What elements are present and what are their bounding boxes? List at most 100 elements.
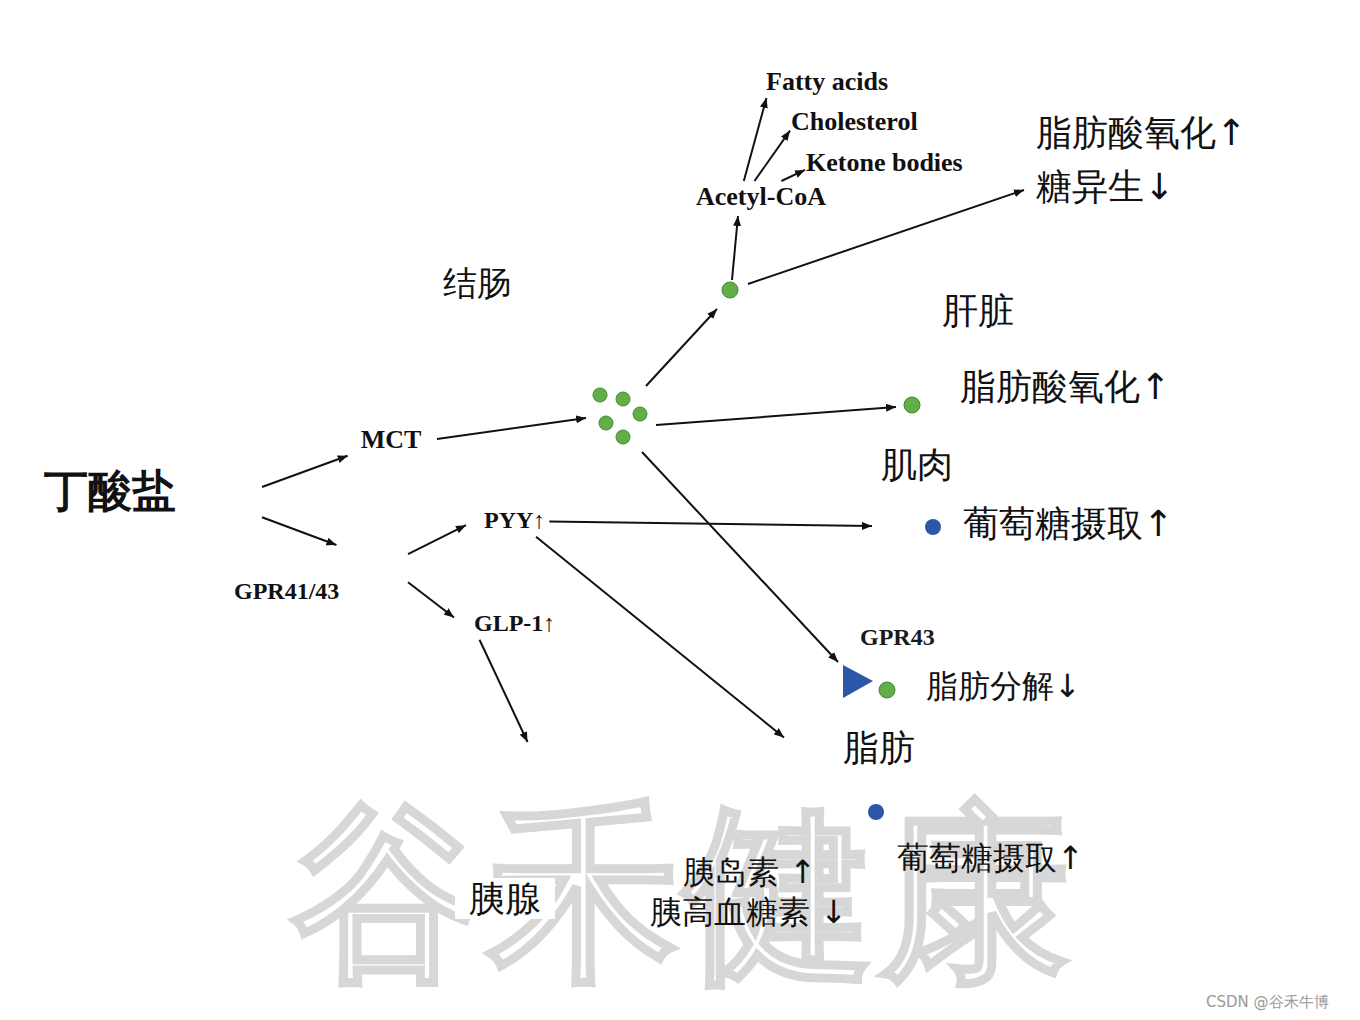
connector-arrow xyxy=(536,537,784,738)
flow-arrow xyxy=(642,452,838,662)
fat-cell xyxy=(833,800,852,819)
hormone-dot xyxy=(456,618,468,630)
metabolite-label: Ketone bodies xyxy=(806,148,963,178)
duodenum xyxy=(461,762,628,980)
bile-duct xyxy=(870,284,938,292)
fat-cell xyxy=(812,724,831,743)
pancreas-vein xyxy=(560,808,720,840)
label-holder: 胰高血糖素 ↓ xyxy=(650,894,847,931)
fat-cell xyxy=(854,800,873,819)
label-holder: 脂肪酸氧化↑ xyxy=(960,366,1170,407)
label-holder: 脂肪分解↓ xyxy=(922,668,1085,705)
fat-cell xyxy=(854,686,873,705)
butyrate-dot xyxy=(207,502,221,516)
hormone-label: GLP-1↑ xyxy=(474,610,555,638)
colon-cell xyxy=(380,328,572,480)
metabolite-label: Cholesterol xyxy=(791,107,918,137)
fat-cell xyxy=(844,667,863,686)
transporter-ellipse xyxy=(349,423,434,457)
logo-flame xyxy=(650,30,734,470)
butyrate-dot xyxy=(904,397,920,413)
fat-cell xyxy=(875,686,894,705)
connector-arrow xyxy=(262,456,348,487)
connector-arrow xyxy=(262,517,336,545)
fat-cell xyxy=(791,724,810,743)
fat-cell xyxy=(907,781,926,800)
colon-group: 结肠MCTGPR41/43PYY↑GLP-1↑ xyxy=(230,262,582,648)
fat-cell xyxy=(791,762,810,781)
butyrate-dot xyxy=(722,282,738,298)
butyrate-dot xyxy=(222,494,236,508)
organ-label: 肝脏 xyxy=(942,290,1014,331)
fat-cell xyxy=(896,800,915,819)
connector-arrow xyxy=(480,640,528,742)
butyrate-dot xyxy=(226,476,240,490)
glp1-hormone: GLP-1↑ xyxy=(454,608,559,640)
label-holder: 糖异生↓ xyxy=(1030,166,1180,207)
microvilli xyxy=(376,500,380,636)
pyy-dot xyxy=(925,519,941,535)
label-holder: GPR43 xyxy=(860,624,935,652)
hormone-dot xyxy=(468,515,480,527)
label-holder: 葡萄糖摄取↑ xyxy=(963,503,1173,544)
metabolite-term: Acetyl-CoA xyxy=(695,181,827,213)
butyrate-dot xyxy=(227,514,241,528)
pyy-hormone: PYY↑ xyxy=(466,505,549,537)
butyrate-dot xyxy=(879,682,895,698)
liver-lobe-line xyxy=(965,30,1012,268)
effect-label: 脂肪分解↓ xyxy=(922,668,1085,705)
connector-arrow xyxy=(781,170,805,181)
connector-arrow xyxy=(549,521,872,526)
connector-arrow xyxy=(408,525,466,554)
butyrate-dot xyxy=(633,407,647,421)
muscle-organ: 肌肉 xyxy=(872,310,958,612)
pancreas-vein xyxy=(590,825,660,850)
fat-cell xyxy=(865,667,884,686)
flow-arrow xyxy=(437,418,586,439)
effect-label: 脂肪酸氧化↑ xyxy=(1030,112,1252,153)
cell-nucleus xyxy=(470,530,530,606)
label-holder: 胰岛素 ↑ xyxy=(683,854,816,891)
organ-label: 结肠 xyxy=(443,264,511,303)
connector-arrow xyxy=(755,131,790,181)
fat-cell xyxy=(865,781,884,800)
organ-label: 肌肉 xyxy=(879,444,955,485)
source-credit: CSDN @谷禾牛博 xyxy=(1206,994,1329,1011)
fat-cell xyxy=(886,705,905,724)
butyrate-dot xyxy=(241,492,255,506)
fat-cell xyxy=(812,762,831,781)
organ-label: 脂肪 xyxy=(833,727,925,768)
butyrate-dot xyxy=(593,388,607,402)
metabolite-label: Acetyl-CoA xyxy=(696,182,826,212)
effect-label: 胰岛素 ↑ xyxy=(683,854,816,891)
butyrate-source: 丁酸盐 xyxy=(40,462,262,532)
connector-arrow xyxy=(744,98,767,181)
flow-arrow xyxy=(646,309,717,386)
effect-label: 胰高血糖素 ↓ xyxy=(650,894,847,931)
flow-arrow xyxy=(732,216,738,280)
effect-label: 葡萄糖摄取↑ xyxy=(963,503,1173,544)
colon-cell xyxy=(380,494,572,642)
label-holder: CSDN @谷禾牛博 xyxy=(1206,994,1329,1011)
label-holder: 葡萄糖摄取↑ xyxy=(897,840,1084,877)
butyrate-dot xyxy=(616,392,630,406)
islet-dot xyxy=(574,850,590,866)
fat-cell xyxy=(844,781,863,800)
fat-cell xyxy=(823,781,842,800)
fat-cell xyxy=(865,705,884,724)
fat-tissue xyxy=(786,666,954,834)
receptor-label: GPR43 xyxy=(860,624,935,652)
fat-cell xyxy=(802,743,821,762)
gallbladder xyxy=(835,262,948,284)
flow-arrows xyxy=(437,190,1024,662)
transporter-label: MCT xyxy=(361,425,422,455)
fat-cell xyxy=(823,705,842,724)
butyrate-dot xyxy=(616,430,630,444)
fat-cell xyxy=(802,781,821,800)
duodenum-highlight xyxy=(461,762,628,980)
butyrate-dot xyxy=(205,472,219,486)
effect-label: 脂肪酸氧化↑ xyxy=(960,366,1170,407)
fat-cell xyxy=(812,686,831,705)
metabolite-term: Cholesterol xyxy=(790,106,919,138)
node-title: 丁酸盐 xyxy=(44,466,176,517)
